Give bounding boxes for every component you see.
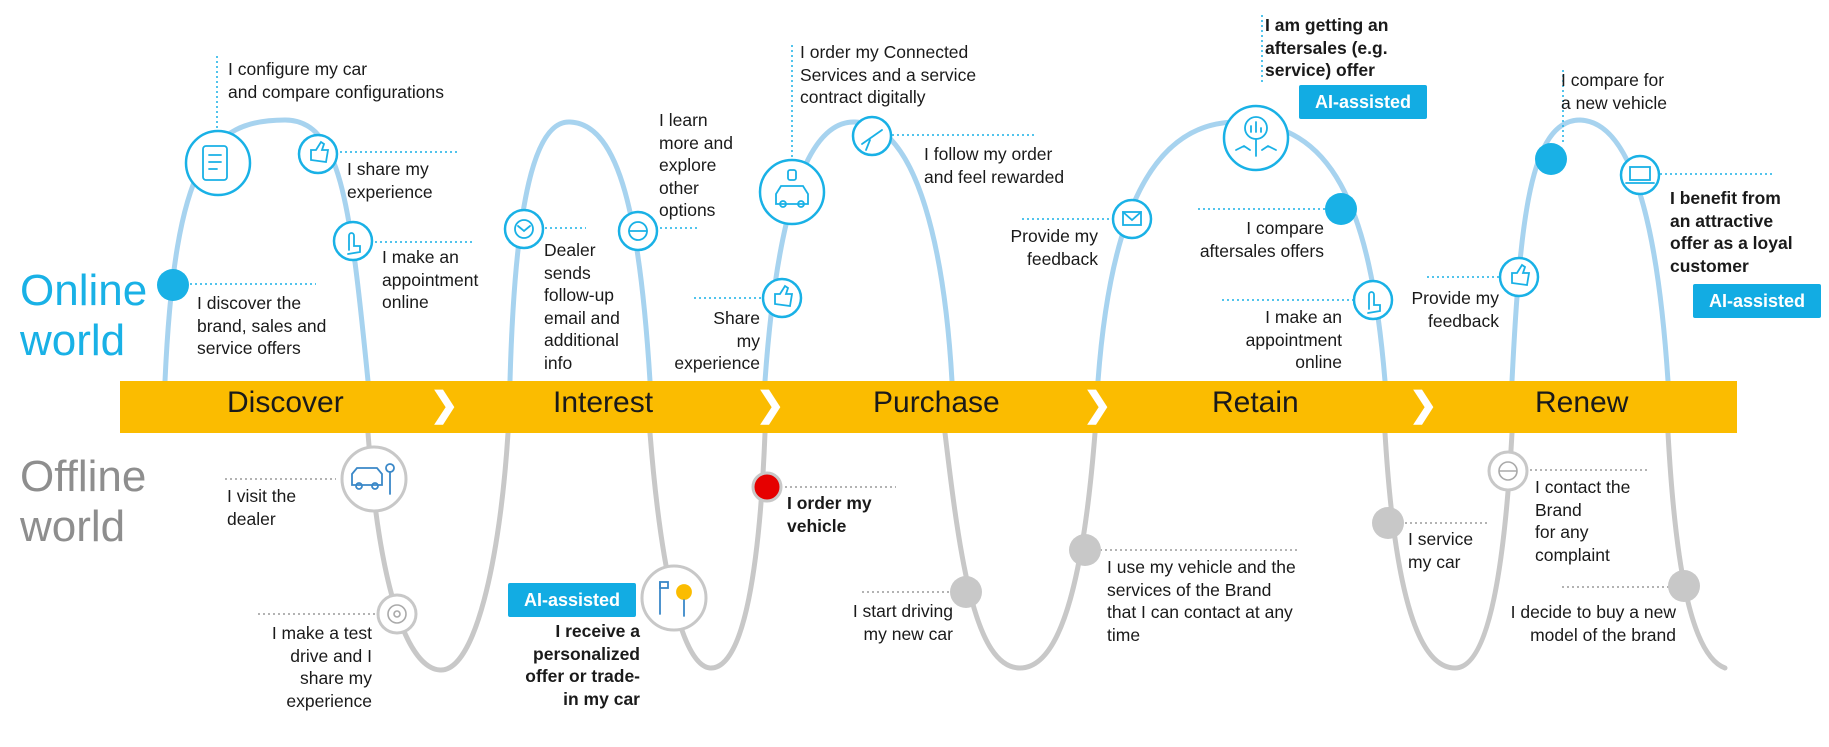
offline-dot [1668,570,1700,602]
thumbs-up-icon [761,277,803,319]
offline-grey-glyphs [387,461,1518,624]
step-appointment-online: I make an appointment online [382,247,479,312]
stage-band [120,381,1737,433]
step-start-driving: I start driving my new car [852,601,953,644]
order-dot [751,471,783,503]
step-decide-buy: I decide to buy a new model of the brand [1510,602,1676,645]
step-loyal-offer: I benefit from an attractive offer as a … [1670,188,1793,276]
step-compare-new-vehicle: I compare for a new vehicle [1561,70,1668,113]
chevron-right-icon: ❯ [1409,386,1438,424]
icon-glyphs [202,116,1655,314]
stage-retain: Retain [1212,386,1299,419]
chevron-right-icon: ❯ [430,386,459,424]
offline-world-label: Offline world [20,452,147,551]
laptop-icon [1619,154,1661,196]
step-share-experience-2: Share my experience [674,308,760,373]
online-dots [157,143,1567,301]
step-configure: I configure my car and compare configura… [228,59,444,102]
step-visit-dealer: I visit the dealer [227,486,297,529]
step-appointment-online-2: I make an appointment online [1245,307,1342,372]
person-flags-icon [640,564,708,632]
ai-assisted-badge: AI-assisted [508,583,636,617]
stage-discover: Discover [227,386,344,419]
step-dealer-followup: Dealer sends follow-up email and additio… [544,240,620,373]
touch-hand-icon [1352,279,1394,321]
ai-assisted-badge: AI-assisted [1693,284,1821,318]
online-touchpoints [184,104,1661,321]
steering-wheel-icon [376,593,418,635]
offline-dot [1372,507,1404,539]
car-dealer-icon [340,445,408,513]
analytics-magnifier-icon [1222,104,1290,172]
online-journey-line [162,117,1671,384]
online-dot [1325,193,1357,225]
step-provide-feedback-2: Provide my feedback [1411,288,1499,331]
step-provide-feedback: Provide my feedback [1010,226,1098,269]
online-world-label: Online world [20,266,148,365]
step-order-vehicle: I order my vehicle [787,493,872,536]
ai-assisted-badge: AI-assisted [1299,85,1427,119]
online-dot [157,269,189,301]
step-discover-brand: I discover the brand, sales and service … [197,293,327,358]
connected-car-icon [758,158,826,226]
step-aftersales-offer: I am getting an aftersales (e.g. service… [1265,15,1389,80]
step-share-experience: I share my experience [347,159,433,202]
offline-touchpoints [340,445,1529,635]
stage-renew: Renew [1535,386,1629,419]
chevron-right-icon: ❯ [1083,386,1112,424]
stage-purchase: Purchase [873,386,1000,419]
offline-dots [950,507,1700,608]
mail-gear-icon [503,208,545,250]
step-personalized-offer: I receive a personalized offer or trade-… [525,621,640,709]
thumbs-up-icon [297,133,339,175]
online-dot [1535,143,1567,175]
offline-dot [950,576,982,608]
step-test-drive: I make a test drive and I share my exper… [271,623,372,711]
offline-journey-line [365,430,1728,673]
touch-hand-icon [332,220,374,262]
leader-lines [175,15,1772,615]
step-use-vehicle: I use my vehicle and the services of the… [1107,557,1296,645]
step-follow-order: I follow my order and feel rewarded [924,144,1065,187]
chevron-right-icon: ❯ [756,386,785,424]
offline-dot [1069,534,1101,566]
step-service-car: I service my car [1408,529,1474,572]
step-learn-more: I learn more and explore other options [659,110,733,220]
step-contact-brand: I contact the Brand for any complaint [1535,477,1631,565]
stage-interest: Interest [553,386,654,419]
tablet-configurator-icon [184,129,252,197]
offline-icon-glyphs [351,463,692,617]
step-compare-aftersales: I compare aftersales offers [1199,218,1324,261]
thumbs-up-icon [1498,256,1540,298]
step-order-connected-services: I order my Connected Services and a serv… [800,42,977,107]
